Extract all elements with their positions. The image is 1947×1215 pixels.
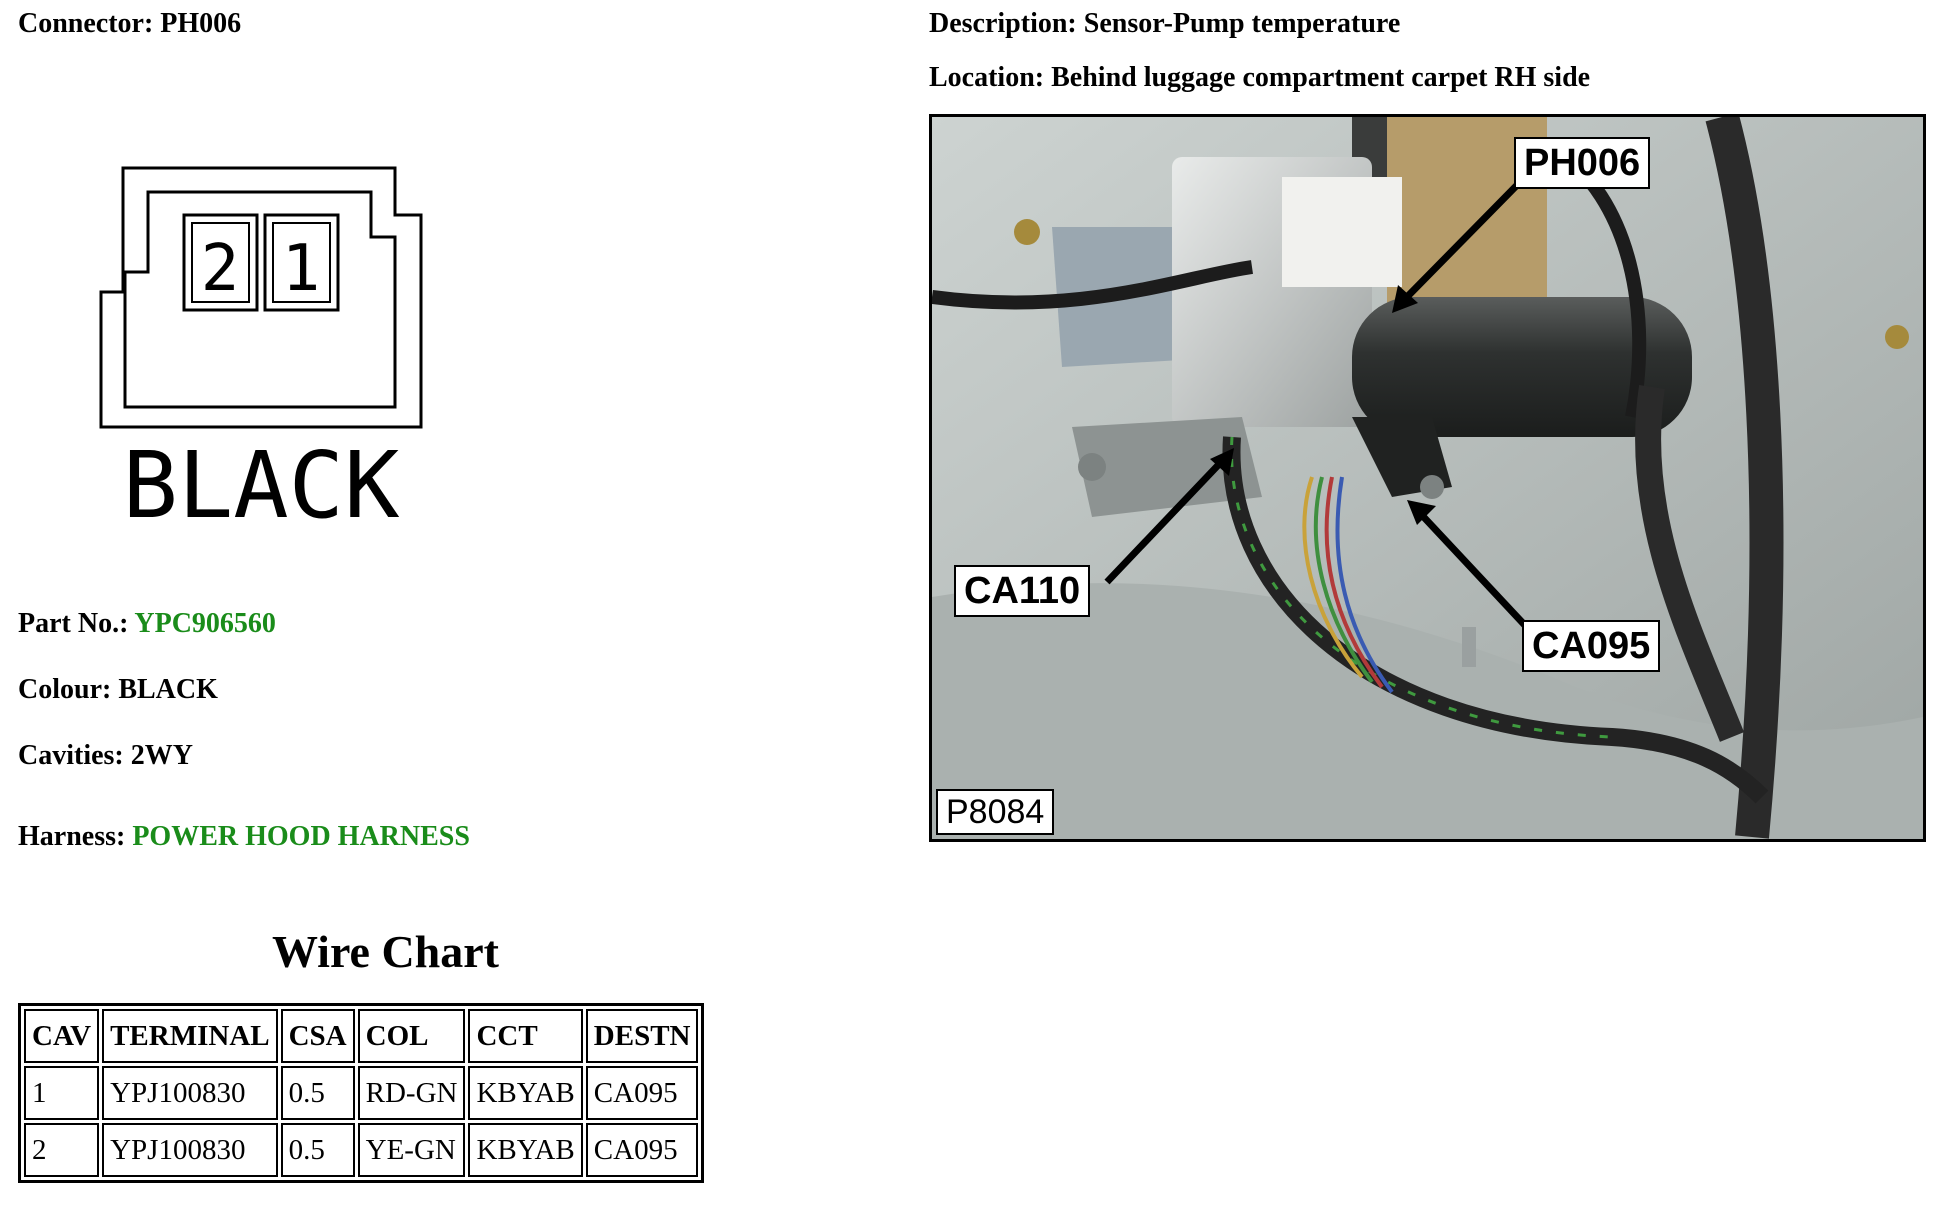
cavity-1: 1 — [263, 213, 340, 312]
cell-csa: 0.5 — [280, 1066, 355, 1120]
location-photo: PH006 CA110 CA095 P8084 — [929, 114, 1926, 842]
description-field: Description: Sensor-Pump temperature — [929, 8, 1400, 40]
table-header-row: CAV TERMINAL CSA COL CCT DESTN — [24, 1009, 699, 1063]
pump-motor — [1352, 297, 1692, 437]
harness-field: Harness: POWER HOOD HARNESS — [18, 821, 470, 853]
cavity-2: 2 — [182, 213, 259, 312]
location-value: Behind luggage compartment carpet RH sid… — [1051, 62, 1591, 93]
part-number-link[interactable]: YPC906560 — [134, 608, 276, 639]
col-header-terminal: TERMINAL — [102, 1009, 278, 1063]
connector-value: PH006 — [160, 8, 242, 39]
cavities-field: Cavities: 2WY — [18, 740, 193, 772]
description-value: Sensor-Pump temperature — [1083, 8, 1401, 39]
callout-ca095: CA095 — [1522, 620, 1661, 672]
cavity-2-label: 2 — [201, 232, 240, 306]
connector-label: Connector: — [18, 8, 154, 39]
col-header-csa: CSA — [280, 1009, 355, 1063]
cell-terminal: YPJ100830 — [102, 1123, 278, 1177]
col-header-col: COL — [357, 1009, 466, 1063]
cavities-value: 2WY — [130, 740, 193, 771]
colour-label: Colour: — [18, 674, 112, 705]
part-number-field: Part No.: YPC906560 — [18, 608, 276, 640]
part-number-label: Part No.: — [18, 608, 129, 639]
photo-illustration — [932, 117, 1923, 839]
cell-cct: KBYAB — [468, 1123, 583, 1177]
connector-field: Connector: PH006 — [18, 8, 241, 40]
table-row: 1 YPJ100830 0.5 RD-GN KBYAB CA095 — [24, 1066, 699, 1120]
cell-terminal: YPJ100830 — [102, 1066, 278, 1120]
harness-link[interactable]: POWER HOOD HARNESS — [132, 821, 470, 852]
connector-colour-text: BLACK — [123, 432, 401, 539]
col-header-cav: CAV — [24, 1009, 100, 1063]
wire-chart-table: CAV TERMINAL CSA COL CCT DESTN 1 YPJ1008… — [18, 1003, 705, 1183]
col-header-destn: DESTN — [585, 1009, 699, 1063]
cell-destn: CA095 — [585, 1066, 699, 1120]
cell-csa: 0.5 — [280, 1123, 355, 1177]
callout-ph006: PH006 — [1514, 137, 1651, 189]
description-label: Description: — [929, 8, 1077, 39]
cell-col: RD-GN — [357, 1066, 466, 1120]
location-label: Location: — [929, 62, 1045, 93]
callout-ca110: CA110 — [954, 565, 1091, 617]
harness-label: Harness: — [18, 821, 126, 852]
table-row: 2 YPJ100830 0.5 YE-GN KBYAB CA095 — [24, 1123, 699, 1177]
connector-diagram: 2 1 BLACK — [99, 166, 423, 539]
cell-destn: CA095 — [585, 1123, 699, 1177]
location-field: Location: Behind luggage compartment car… — [929, 62, 1590, 94]
cell-col: YE-GN — [357, 1123, 466, 1177]
cavities-label: Cavities: — [18, 740, 124, 771]
col-header-cct: CCT — [468, 1009, 583, 1063]
cell-cav: 2 — [24, 1123, 100, 1177]
cell-cav: 1 — [24, 1066, 100, 1120]
wire-chart-title: Wire Chart — [272, 926, 499, 977]
cavity-1-label: 1 — [282, 232, 321, 306]
colour-value: BLACK — [118, 674, 218, 705]
cell-cct: KBYAB — [468, 1066, 583, 1120]
colour-field: Colour: BLACK — [18, 674, 218, 706]
photo-reference-label: P8084 — [936, 789, 1055, 835]
